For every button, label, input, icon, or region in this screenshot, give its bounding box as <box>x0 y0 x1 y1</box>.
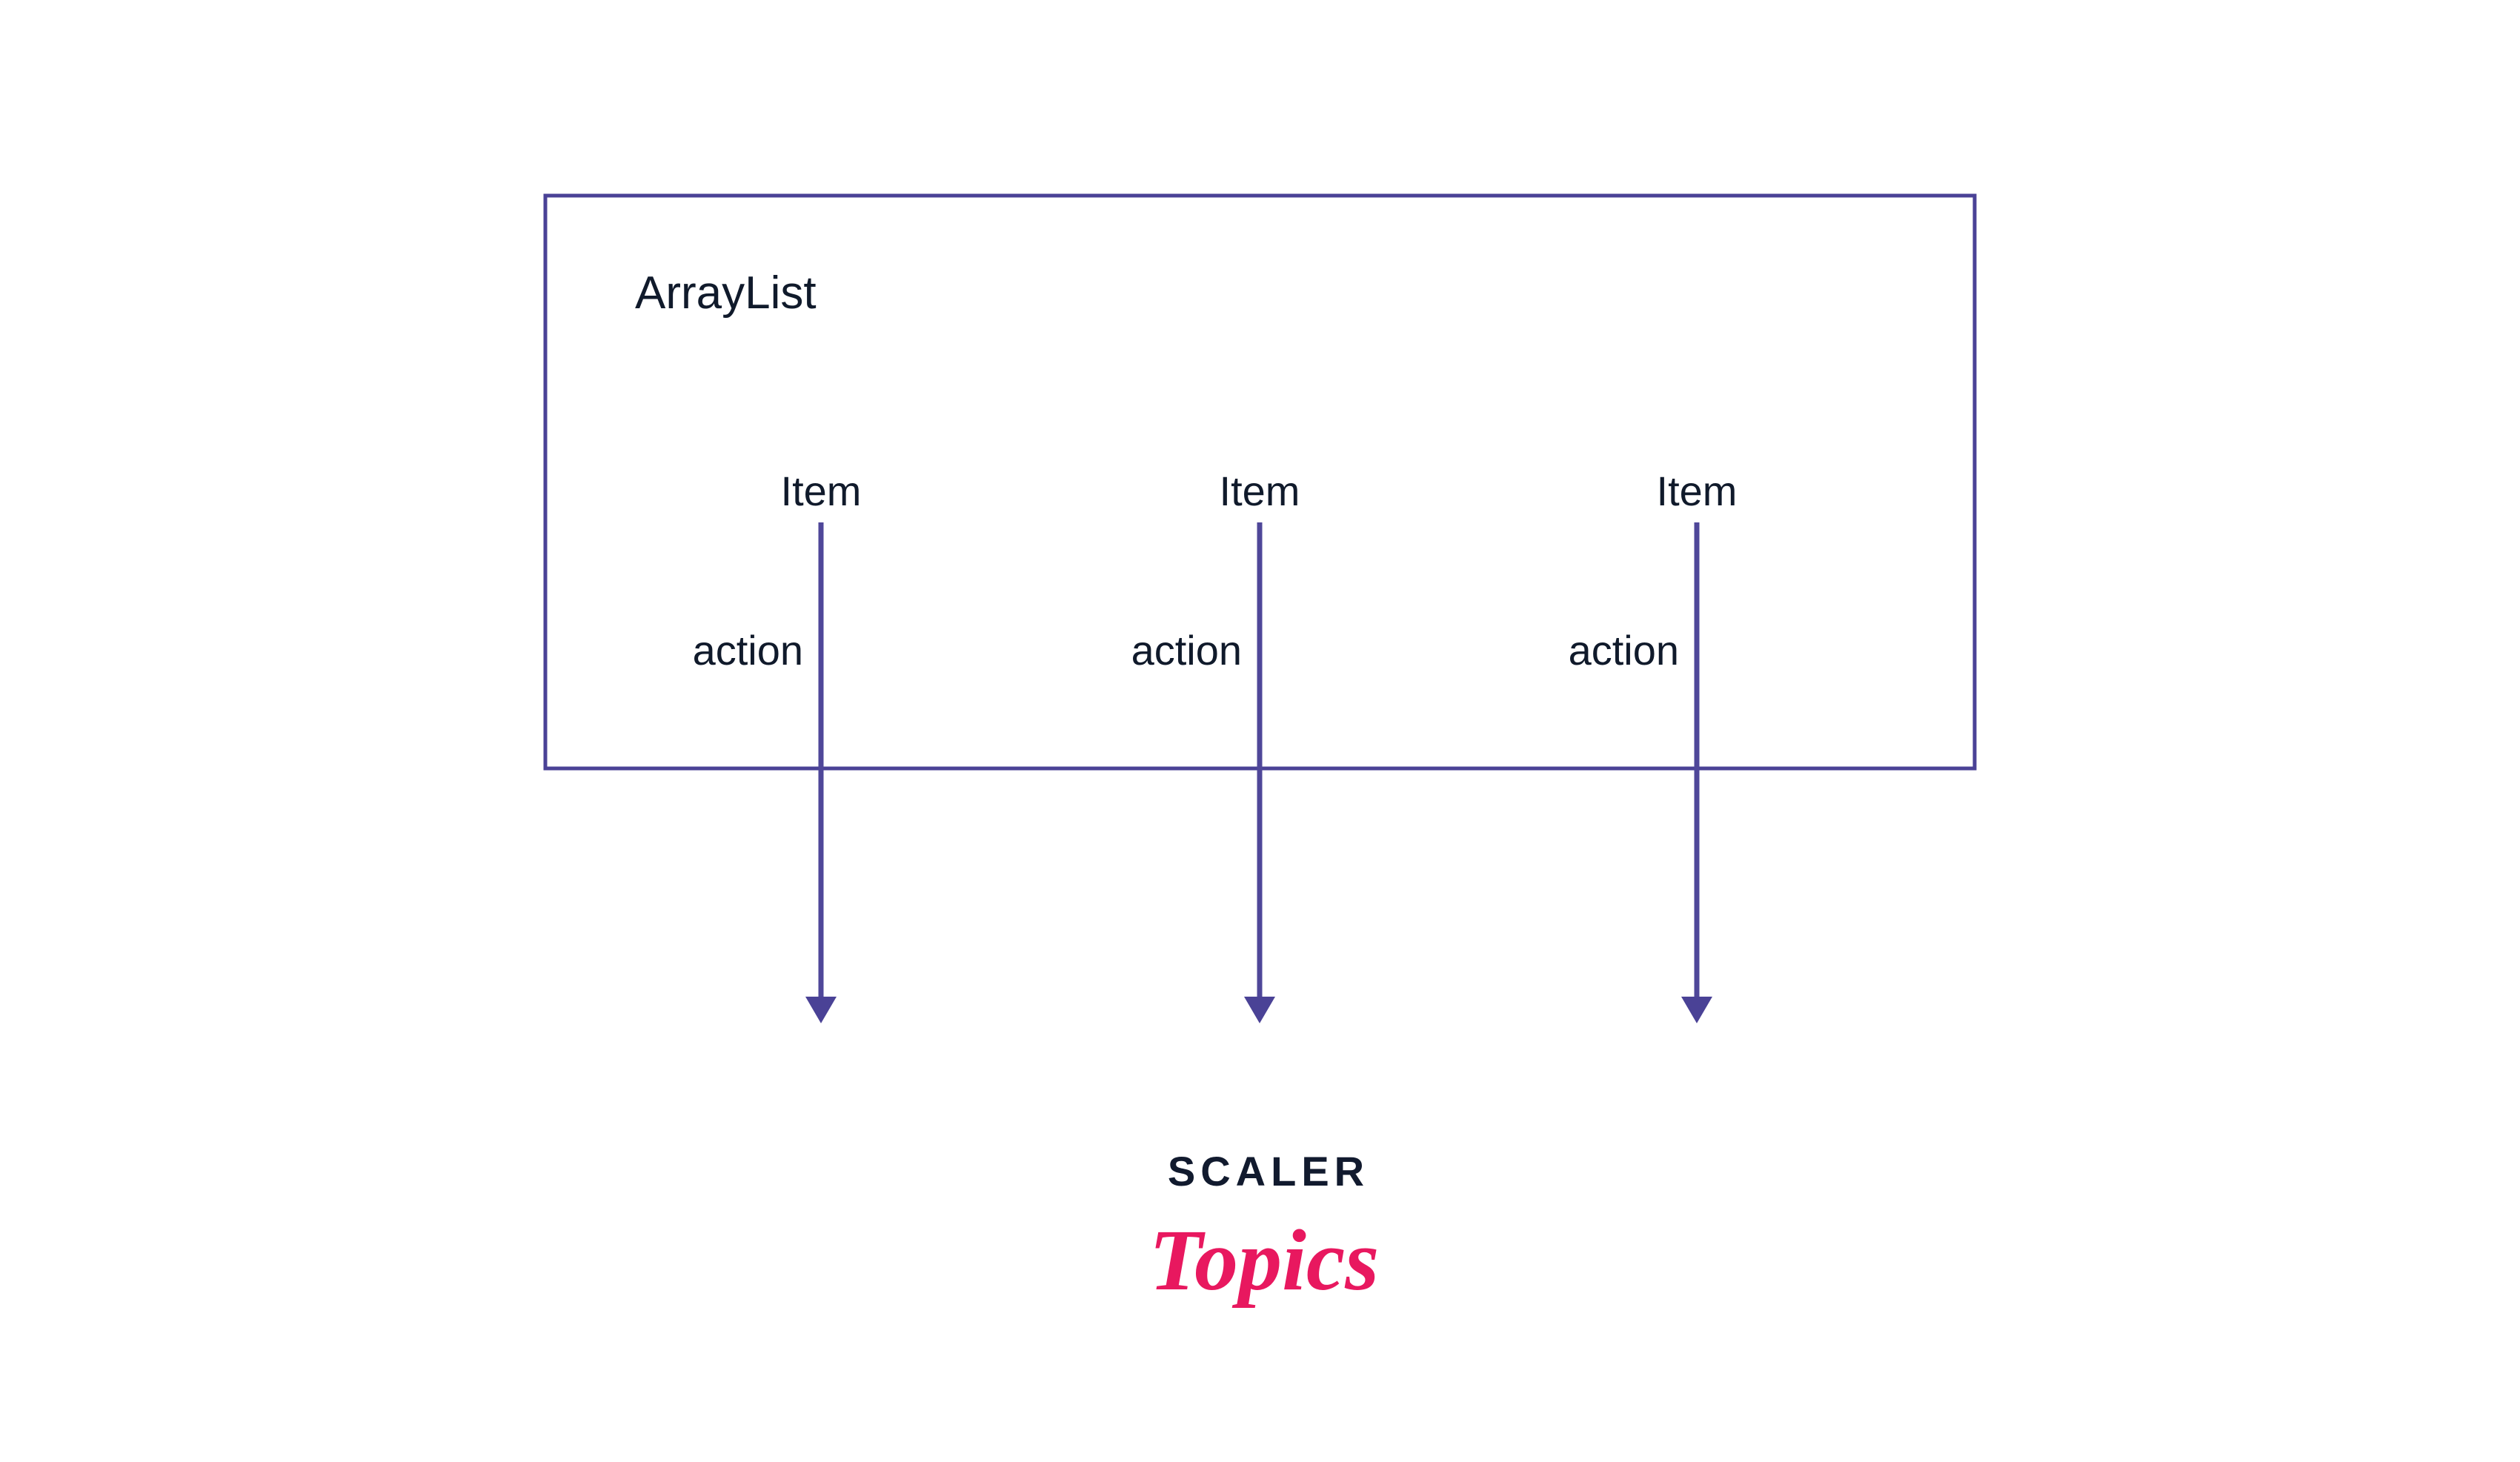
action-label: action <box>693 627 803 674</box>
action-label: action <box>1131 627 1242 674</box>
flow-arrowhead-icon <box>1681 997 1712 1023</box>
scaler-wordmark: SCALER <box>1168 1148 1369 1194</box>
item-action-column: Item action <box>693 468 862 1023</box>
arraylist-title-label: ArrayList <box>635 268 817 319</box>
item-label: Item <box>1220 468 1300 514</box>
item-action-column: Item action <box>1131 468 1300 1023</box>
topics-script-wordmark: Topics <box>1149 1212 1379 1309</box>
flow-arrowhead-icon <box>1244 997 1275 1023</box>
item-label: Item <box>1657 468 1738 514</box>
action-label: action <box>1569 627 1679 674</box>
item-action-column: Item action <box>1569 468 1738 1023</box>
item-label: Item <box>781 468 862 514</box>
item-action-columns: Item action Item action Item action <box>693 468 1738 1023</box>
flow-arrowhead-icon <box>805 997 837 1023</box>
